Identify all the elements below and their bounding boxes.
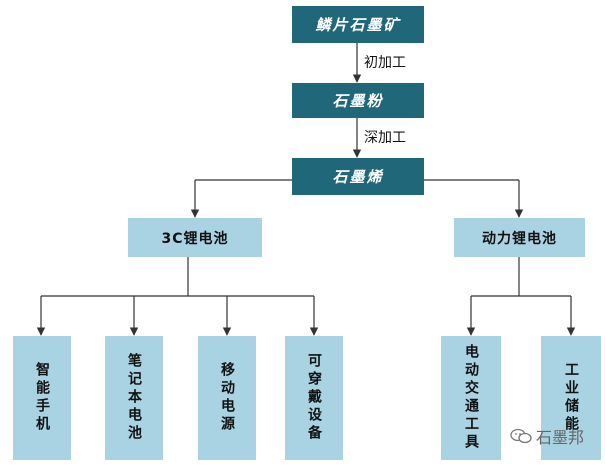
node-mobile-power: 移动电源 [198, 336, 256, 460]
node-electric-vehicle-label: 电动交通工具 [463, 344, 479, 452]
node-power-lithium-battery-label: 动力锂电池 [482, 230, 557, 247]
edge-label-deep-processing: 深加工 [362, 127, 408, 147]
node-mobile-power-label: 移动电源 [219, 362, 235, 434]
node-graphene-label: 石墨烯 [332, 168, 384, 186]
node-flake-graphite-ore-label: 鳞片石墨矿 [315, 16, 401, 34]
node-flake-graphite-ore: 鳞片石墨矿 [292, 6, 424, 43]
node-laptop-battery-label: 笔记本电池 [126, 353, 142, 443]
node-smartphone-label: 智能手机 [34, 362, 50, 434]
watermark-text: 石墨邦 [536, 428, 585, 447]
node-wearable-device: 可穿戴设备 [285, 336, 343, 460]
node-power-lithium-battery: 动力锂电池 [454, 218, 585, 257]
node-3c-lithium-battery: 3C锂电池 [128, 218, 262, 257]
watermark: 石墨邦 [510, 424, 584, 448]
node-graphene: 石墨烯 [292, 158, 424, 195]
edge-label-primary-processing: 初加工 [362, 52, 408, 72]
node-industrial-storage: 工业储能 [541, 336, 601, 460]
node-laptop-battery: 笔记本电池 [105, 336, 163, 460]
node-electric-vehicle: 电动交通工具 [441, 336, 501, 460]
node-wearable-device-label: 可穿戴设备 [306, 353, 322, 443]
node-industrial-storage-label: 工业储能 [563, 362, 579, 434]
node-3c-lithium-battery-label: 3C锂电池 [161, 230, 229, 247]
node-graphite-powder-label: 石墨粉 [332, 92, 384, 110]
node-smartphone: 智能手机 [13, 336, 71, 460]
node-graphite-powder: 石墨粉 [292, 83, 424, 118]
wechat-icon [510, 428, 532, 444]
